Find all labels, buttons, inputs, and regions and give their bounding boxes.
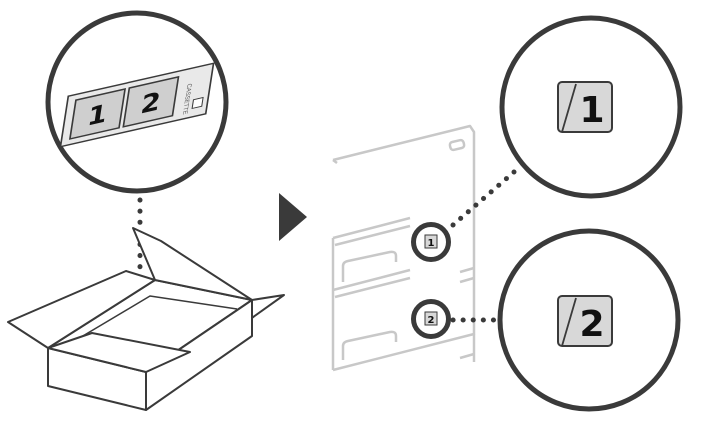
sheet-mark — [191, 96, 204, 110]
sticker-sheet-callout: 1 2 CASSETTE — [45, 10, 229, 194]
printer — [331, 124, 476, 372]
zoom-callout-2: 2 — [497, 228, 681, 412]
printer-label-1-highlight: 1 — [411, 222, 451, 262]
sheet-note: CASSETTE — [181, 83, 193, 115]
sticker-1 — [68, 88, 127, 140]
printer-indicator — [448, 138, 466, 152]
label-sticker-1: 1 — [557, 81, 613, 133]
zoom-callout-1: 1 — [499, 15, 683, 199]
open-box — [7, 227, 285, 411]
label-sticker-2: 2 — [557, 295, 613, 347]
zoom-label-1: 1 — [579, 90, 604, 131]
printer-label-1: 1 — [428, 238, 435, 249]
drawer-2-handle — [341, 330, 398, 360]
sticker-1-label: 1 — [85, 99, 109, 132]
printer-label-2-highlight: 2 — [411, 299, 451, 339]
sticker-sheet: 1 2 CASSETTE — [59, 62, 215, 148]
leader-dots-1 — [450, 169, 517, 228]
printer-label-2: 2 — [428, 315, 435, 326]
step-arrow-icon — [279, 193, 307, 241]
zoom-label-2: 2 — [579, 304, 604, 345]
sticker-2-label: 2 — [139, 87, 163, 120]
drawer-1-handle — [341, 250, 398, 282]
sticker-2 — [122, 75, 180, 128]
